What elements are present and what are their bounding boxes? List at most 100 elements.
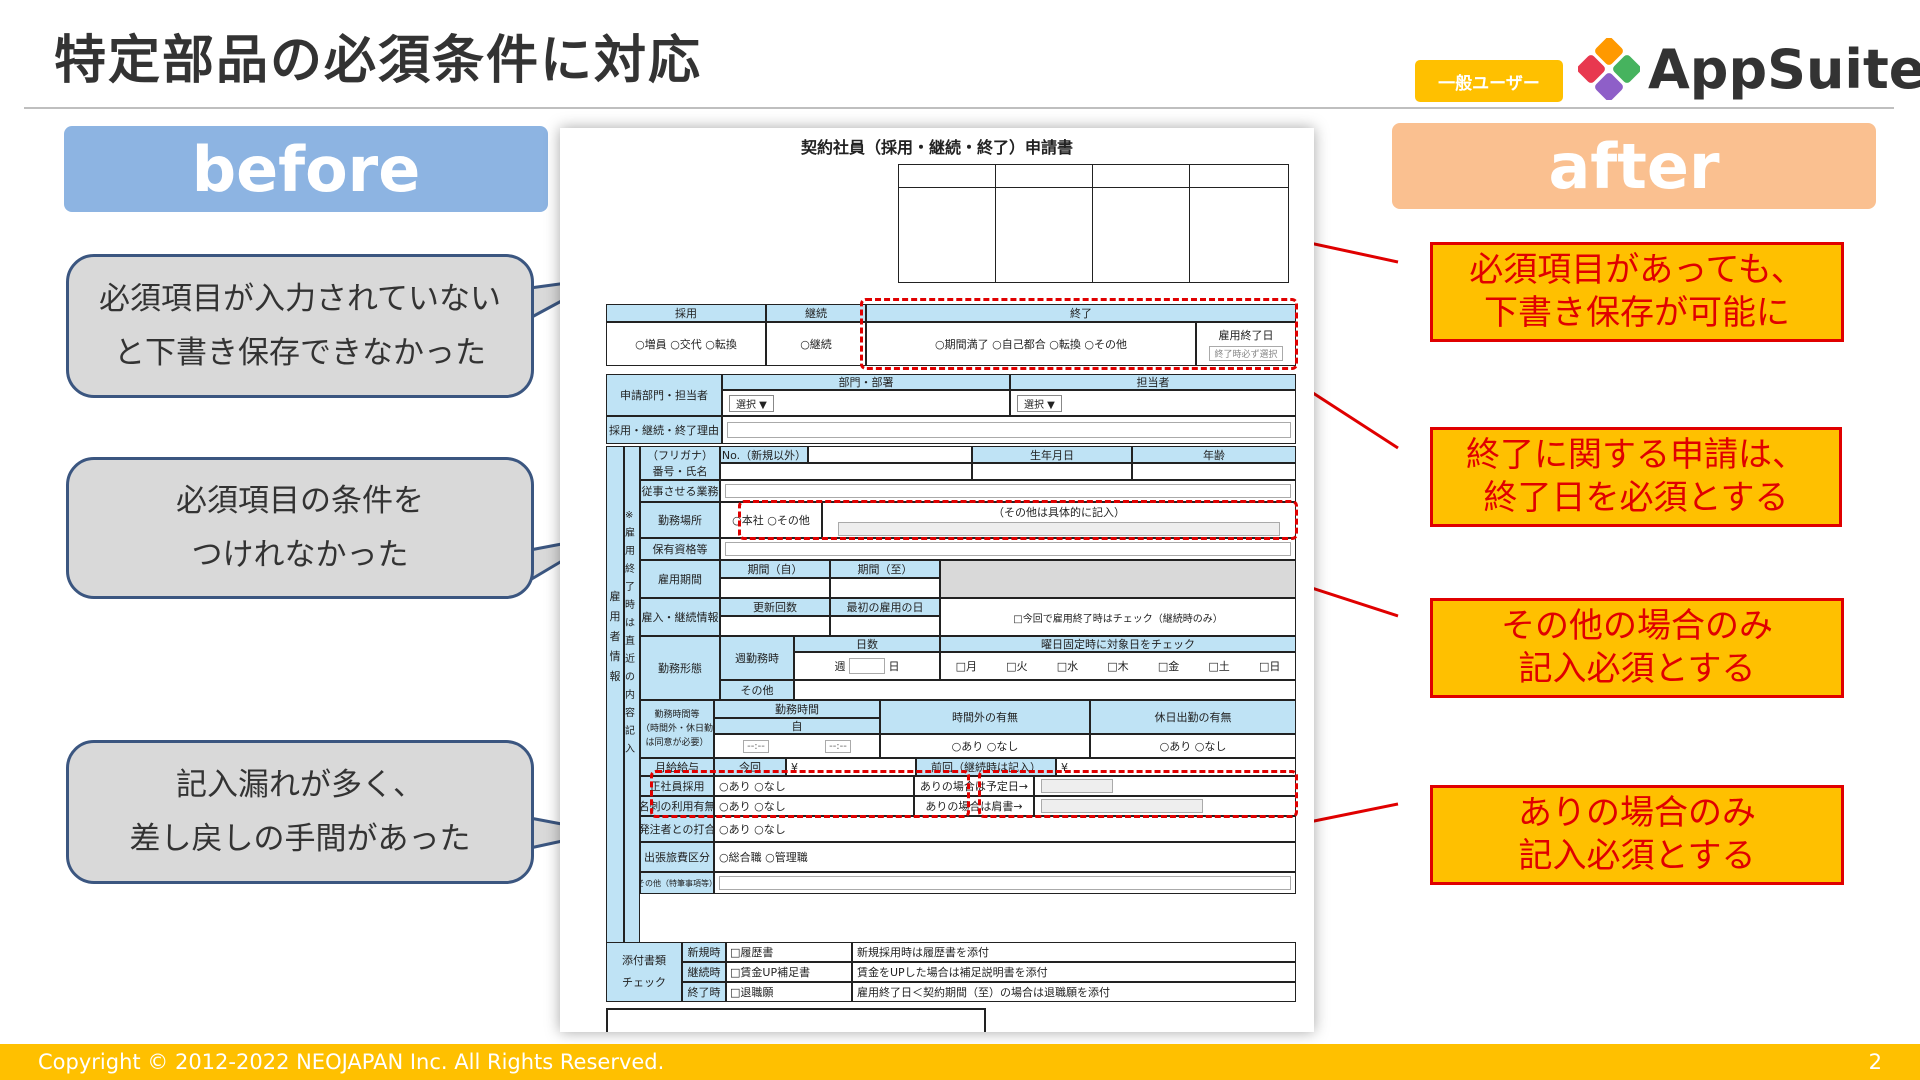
highlight-seishain-meishi (650, 770, 970, 818)
koushin-header: 更新回数 (720, 598, 830, 616)
start-time-input[interactable]: --:-- (743, 739, 769, 753)
riyuu-input[interactable] (727, 422, 1291, 438)
kinmu-jikan-inputs: --:-- --:-- (714, 734, 880, 758)
end-time-input[interactable]: --:-- (825, 739, 851, 753)
keizoku-radio[interactable]: ○継続 (766, 322, 866, 366)
after-box-3: その他の場合のみ記入必須とする (1430, 598, 1844, 698)
kikan-shi-input[interactable] (830, 578, 940, 598)
before-bubble-3-line1: 記入漏れが多く、 (176, 767, 424, 803)
riyuu-label: 採用・継続・終了理由 (606, 416, 722, 444)
form-next-section (606, 1008, 986, 1032)
shuryo-ji-label: 終了時 (682, 982, 726, 1002)
kinmu-basho-label: 勤務場所 (640, 502, 720, 538)
zenkai-input[interactable]: ¥ (1056, 758, 1296, 776)
tantousha-select[interactable]: 選択 ▼ (1017, 394, 1062, 412)
before-label: before (64, 126, 548, 212)
day-sat-checkbox[interactable]: □土 (1208, 660, 1230, 673)
shimei-input[interactable] (720, 463, 972, 480)
before-bubble-2-line1: 必須項目の条件を (176, 483, 424, 519)
day-wed-checkbox[interactable]: □水 (1056, 660, 1079, 673)
gyoumu-input[interactable] (725, 484, 1291, 498)
after-box-4: ありの場合のみ記入必須とする (1430, 785, 1844, 885)
yatoire-check[interactable]: □今回で雇用終了時はチェック（継続時のみ） (940, 598, 1296, 636)
bumon-select[interactable]: 選択 ▼ (729, 394, 774, 412)
day-mon-checkbox[interactable]: □月 (955, 660, 977, 673)
appsuite-flower-icon (1578, 38, 1640, 100)
kikan-ji-input[interactable] (720, 578, 830, 598)
shuryo-options: ○期間満了 ○自己都合 ○転換 ○その他 (866, 322, 1196, 366)
seinengappi-input[interactable] (972, 463, 1132, 480)
nichi-label: 日 (888, 660, 900, 673)
nissuu-input[interactable] (849, 658, 885, 674)
tantousha-select-value: 選択 (1024, 399, 1044, 411)
zouin-radio[interactable]: ○増員 (635, 338, 667, 351)
saiyou-options: ○増員 ○交代 ○転換 (606, 322, 766, 366)
application-form-document: 契約社員（採用・継続・終了）申請書 採用 継続 終了 ○増員 ○交代 ○転換 ○… (560, 128, 1314, 1032)
shuryo-sonota-radio[interactable]: ○その他 (1084, 338, 1127, 351)
kinmu-keitai-label: 勤務形態 (640, 636, 720, 700)
nissuu-cell: 週 日 (794, 652, 940, 680)
day-sun-checkbox[interactable]: □日 (1258, 660, 1281, 673)
stamp-header-2 (995, 164, 1093, 188)
day-fri-checkbox[interactable]: □金 (1157, 660, 1180, 673)
sonota-detail-input[interactable] (838, 522, 1280, 536)
chingin-checkbox[interactable]: □賃金UP補足書 (726, 962, 852, 982)
day-thu-checkbox[interactable]: □木 (1107, 660, 1129, 673)
kyujitsu-header: 休日出勤の有無 (1090, 700, 1296, 734)
jikangai-radio[interactable]: ○あり ○なし (880, 734, 1090, 758)
saisho-input[interactable] (830, 616, 940, 636)
saiyou-header: 採用 (606, 304, 766, 322)
kouda-radio[interactable]: ○交代 (670, 338, 702, 351)
appsuite-logo: AppSuite (1578, 34, 1920, 104)
rireki-note: 新規採用時は履歴書を添付 (852, 942, 1296, 962)
kinmu-sonota-radio[interactable]: ○その他 (767, 514, 810, 527)
nissuu-header: 日数 (794, 636, 940, 652)
shinsei-bumon-label: 申請部門・担当者 (606, 374, 722, 416)
rireki-checkbox[interactable]: □履歴書 (726, 942, 852, 962)
youbi-header: 曜日固定時に対象日をチェック (940, 636, 1296, 652)
katagaki-input[interactable] (1041, 799, 1203, 813)
before-bubble-2-line2: つけれなかった (191, 537, 409, 573)
nenrei-header: 年齢 (1132, 446, 1296, 463)
keitai-sonota-input[interactable] (794, 680, 1296, 700)
after-box-2-line2: 終了日を必須とする (1483, 478, 1789, 518)
after-box-2-line1: 終了に関する申請は、 (1466, 435, 1806, 475)
konkai-input[interactable]: ¥ (786, 758, 916, 776)
stamp-box-1 (898, 187, 996, 283)
jiko-tsugou-radio[interactable]: ○自己都合 (992, 338, 1046, 351)
day-tue-checkbox[interactable]: □火 (1006, 660, 1028, 673)
page-title: 特定部品の必須条件に対応 (54, 31, 703, 91)
shikaku-input[interactable] (725, 542, 1291, 556)
user-role-badge: 一般ユーザー (1415, 60, 1563, 102)
tenkan-radio[interactable]: ○転換 (705, 338, 737, 351)
kikan-manryo-radio[interactable]: ○期間満了 (935, 338, 989, 351)
kinmu-jikan-label-3: は同意が必要） (645, 738, 709, 748)
sonota-tokki-input[interactable] (719, 876, 1291, 890)
brand-name: AppSuite (1648, 37, 1920, 101)
taishoku-note: 雇用終了日＜契約期間（至）の場合は退職願を添付 (852, 982, 1296, 1002)
shucchou-radio[interactable]: ○総合職 ○管理職 (714, 842, 1296, 872)
hacchu-radio[interactable]: ○あり ○なし (714, 816, 1296, 842)
kinmu-jikan-label-1: 勤務時間等 (654, 710, 700, 720)
ji-header: 自 (714, 718, 880, 734)
yoteibi-input[interactable] (1041, 779, 1113, 793)
tenpu-label-2: チェック (622, 976, 666, 989)
kikan-shi-header: 期間（至） (830, 560, 940, 578)
koushin-input[interactable] (720, 616, 830, 636)
koyou-kikan-label: 雇用期間 (640, 560, 720, 598)
furigana-input[interactable] (808, 446, 972, 463)
keitai-sonota-label: その他 (720, 680, 794, 700)
bumon-header: 部門・部署 (722, 374, 1010, 390)
no-label: No.（新規以外） (720, 446, 808, 463)
seishain-radio[interactable]: ○あり ○なし (714, 776, 914, 796)
kyujitsu-radio[interactable]: ○あり ○なし (1090, 734, 1296, 758)
taishoku-checkbox[interactable]: □退職願 (726, 982, 852, 1002)
shuryo-tenkan-radio[interactable]: ○転換 (1049, 338, 1081, 351)
shikaku-label: 保有資格等 (640, 538, 720, 560)
stamp-box-3 (1092, 187, 1190, 283)
shuryobi-input[interactable]: 終了時必ず選択 (1209, 346, 1283, 361)
after-box-1: 必須項目があっても、下書き保存が可能に (1430, 242, 1844, 342)
after-box-1-line1: 必須項目があっても、 (1469, 250, 1805, 290)
seishain-label: 正社員採用 (640, 776, 714, 796)
chingin-note: 賃金をUPした場合は補足説明書を添付 (852, 962, 1296, 982)
